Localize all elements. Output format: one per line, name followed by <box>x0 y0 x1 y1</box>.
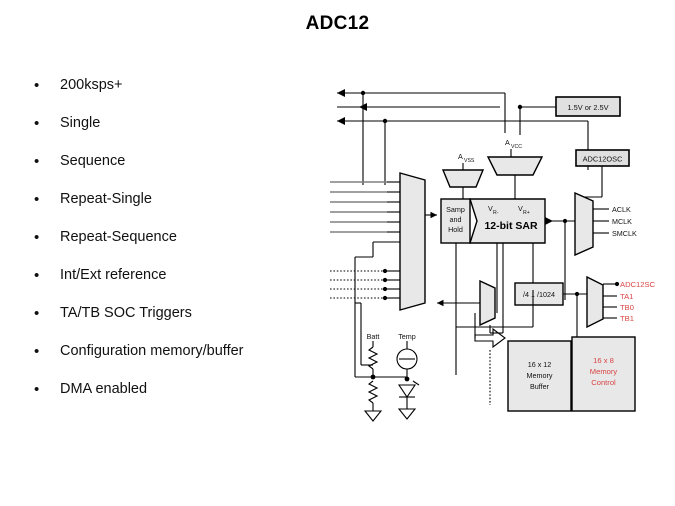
block-diagram-svg: 1.5V or 2.5V ADC12OSC A VCC A <box>330 89 656 422</box>
soc-trigger-mux: ADC12SC TA1 TB0 TB1 <box>586 275 656 329</box>
analog-input-mux <box>399 172 426 311</box>
list-item: • 200ksps+ <box>34 77 344 116</box>
feature-bullet-list: • 200ksps+ • Single • Sequence • Repeat-… <box>34 77 344 420</box>
memory-buffer-block: 16 x 12 Memory Buffer <box>507 340 572 412</box>
mem-buffer-line1: 16 x 12 <box>528 360 552 369</box>
trigger-label-tb1: TB1 <box>620 314 634 323</box>
mem-control-line1: 16 x 8 <box>593 356 614 365</box>
avcc-label: A <box>505 138 510 147</box>
reference-voltage-label: 1.5V or 2.5V <box>567 103 608 112</box>
avcc-reference-mux: A VCC <box>486 138 544 199</box>
list-item: • TA/TB SOC Triggers <box>34 305 344 344</box>
vr-minus-sublabel: R- <box>493 210 499 216</box>
avcc-sublabel: VCC <box>511 144 522 150</box>
bullet-marker-icon: • <box>34 343 40 360</box>
samp-hold-line3: Hold <box>448 225 463 234</box>
bullet-marker-icon: • <box>34 229 40 246</box>
bullet-label: TA/TB SOC Triggers <box>60 305 192 321</box>
mem-buffer-line2: Memory <box>527 371 553 380</box>
reference-voltage-block: 1.5V or 2.5V <box>555 96 621 117</box>
bullet-label: Configuration memory/buffer <box>60 343 244 359</box>
adc12osc-label: ADC12OSC <box>583 155 624 164</box>
bullet-marker-icon: • <box>34 381 40 398</box>
clock-label-mclk: MCLK <box>612 217 632 226</box>
list-item: • DMA enabled <box>34 381 344 420</box>
top-rail-wires <box>337 89 589 185</box>
bullet-marker-icon: • <box>34 115 40 132</box>
dma-transfer-arrow-icon <box>474 313 506 349</box>
list-item: • Int/Ext reference <box>34 267 344 306</box>
vr-minus-label: V <box>488 204 493 213</box>
internal-source-inputs <box>330 268 400 301</box>
samp-hold-line2: and <box>450 215 462 224</box>
clock-label-smclk: SMCLK <box>612 229 637 238</box>
bullet-label: Int/Ext reference <box>60 267 167 283</box>
adc12osc-block: ADC12OSC <box>575 149 630 167</box>
adc12-block-diagram: 1.5V or 2.5V ADC12OSC A VCC A <box>325 75 670 440</box>
clock-label-aclk: ACLK <box>612 205 631 214</box>
list-item: • Configuration memory/buffer <box>34 343 344 382</box>
sample-and-hold-block: Samp and Hold <box>440 198 471 244</box>
batt-label: Batt <box>367 332 380 341</box>
mem-buffer-line3: Buffer <box>530 382 550 391</box>
trigger-label-adc12sc: ADC12SC <box>620 280 656 289</box>
bullet-label: Repeat-Sequence <box>60 229 177 245</box>
battery-sensor: Batt <box>363 332 383 422</box>
bullet-label: Repeat-Single <box>60 191 152 207</box>
memory-control-block: 16 x 8 Memory Control <box>571 336 636 412</box>
trigger-source-mux <box>437 279 504 334</box>
avss-sublabel: VSS <box>464 158 475 164</box>
clock-source-mux: ACLK MCLK SMCLK <box>574 191 637 257</box>
bullet-label: Sequence <box>60 153 126 169</box>
analog-input-bus <box>330 181 400 304</box>
sar-label: 12-bit SAR <box>484 220 538 232</box>
vr-plus-sublabel: R+ <box>523 210 530 216</box>
bullet-label: Single <box>60 115 101 131</box>
clock-divider-block: /4 .. /1024 <box>514 282 564 306</box>
trigger-label-ta1: TA1 <box>620 292 633 301</box>
mem-control-line3: Control <box>591 378 616 387</box>
avss-reference-mux: A VSS <box>441 152 485 199</box>
list-item: • Sequence <box>34 153 344 192</box>
samp-hold-line1: Samp <box>446 205 465 214</box>
page-title: ADC12 <box>305 13 370 34</box>
bullet-marker-icon: • <box>34 191 40 208</box>
avss-label: A <box>458 152 463 161</box>
list-item: • Single <box>34 115 344 154</box>
list-item: • Repeat-Single <box>34 191 344 230</box>
vr-plus-label: V <box>518 204 523 213</box>
bullet-label: 200ksps+ <box>60 77 123 93</box>
temp-label: Temp <box>398 332 416 341</box>
divider-label: /4 .. /1024 <box>523 290 555 299</box>
sar-converter-block: V R- V R+ 12-bit SAR <box>469 198 553 244</box>
mem-control-line2: Memory <box>590 367 618 376</box>
trigger-label-tb0: TB0 <box>620 303 634 312</box>
bullet-marker-icon: • <box>34 77 40 94</box>
bullet-label: DMA enabled <box>60 381 148 397</box>
bullet-marker-icon: • <box>34 305 40 322</box>
temperature-sensor: Temp <box>396 332 420 420</box>
list-item: • Repeat-Sequence <box>34 229 344 268</box>
bullet-marker-icon: • <box>34 153 40 170</box>
bullet-marker-icon: • <box>34 267 40 284</box>
sar-output-wires <box>455 243 534 375</box>
